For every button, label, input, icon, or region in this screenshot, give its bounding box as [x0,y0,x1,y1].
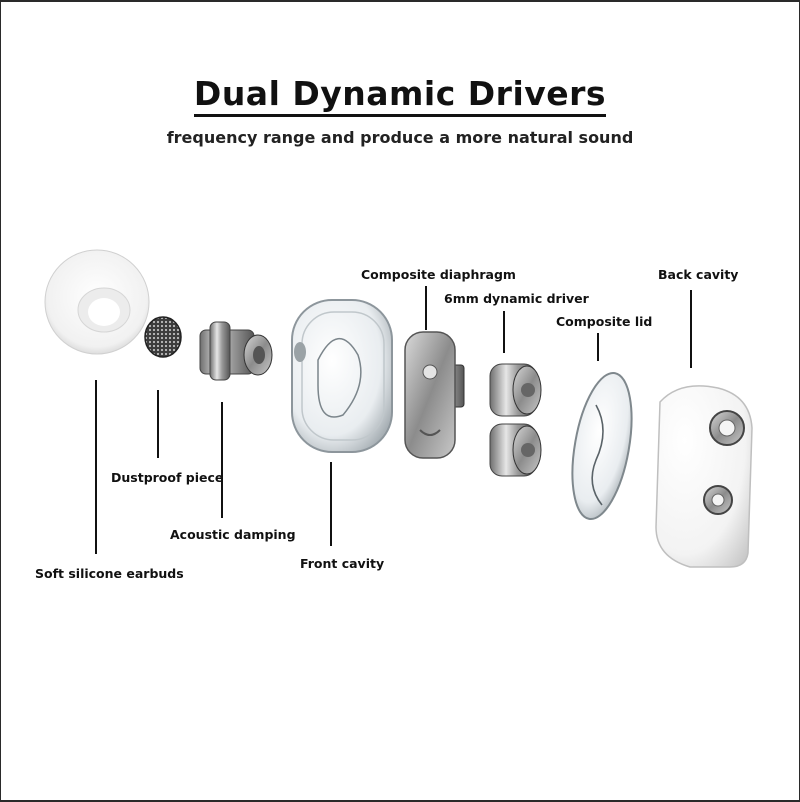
leader-front-cavity [330,462,332,546]
label-dustproof-piece: Dustproof piece [111,470,224,485]
label-soft-silicone-earbuds: Soft silicone earbuds [35,566,184,581]
label-composite-diaphragm: Composite diaphragm [361,267,516,282]
leader-back-cavity [690,290,692,368]
composite-diaphragm-part [404,331,465,459]
composite-lid-part [571,371,633,521]
dustproof-piece-part [144,316,182,358]
acoustic-damping-part [199,321,273,381]
leader-acoustic-damping [221,402,223,518]
leader-composite-lid [597,333,599,361]
dynamic-driver-top-part [489,363,542,417]
diagram-title: Dual Dynamic Drivers [0,74,800,117]
leader-dustproof-piece [157,390,159,458]
leader-composite-diaphragm [425,286,427,330]
label-front-cavity: Front cavity [300,556,385,571]
back-cavity-part [655,385,753,568]
label-dynamic-driver: 6mm dynamic driver [444,291,589,306]
silicone-earbud-part [44,249,150,355]
dynamic-driver-bottom-part [489,423,542,477]
label-composite-lid: Composite lid [556,314,653,329]
label-acoustic-damping: Acoustic damping [170,527,296,542]
diagram-subtitle: frequency range and produce a more natur… [166,128,634,147]
leader-silicone-earbuds [95,380,97,554]
leader-dynamic-driver [503,311,505,353]
front-cavity-part [291,299,393,453]
label-back-cavity: Back cavity [658,267,739,282]
